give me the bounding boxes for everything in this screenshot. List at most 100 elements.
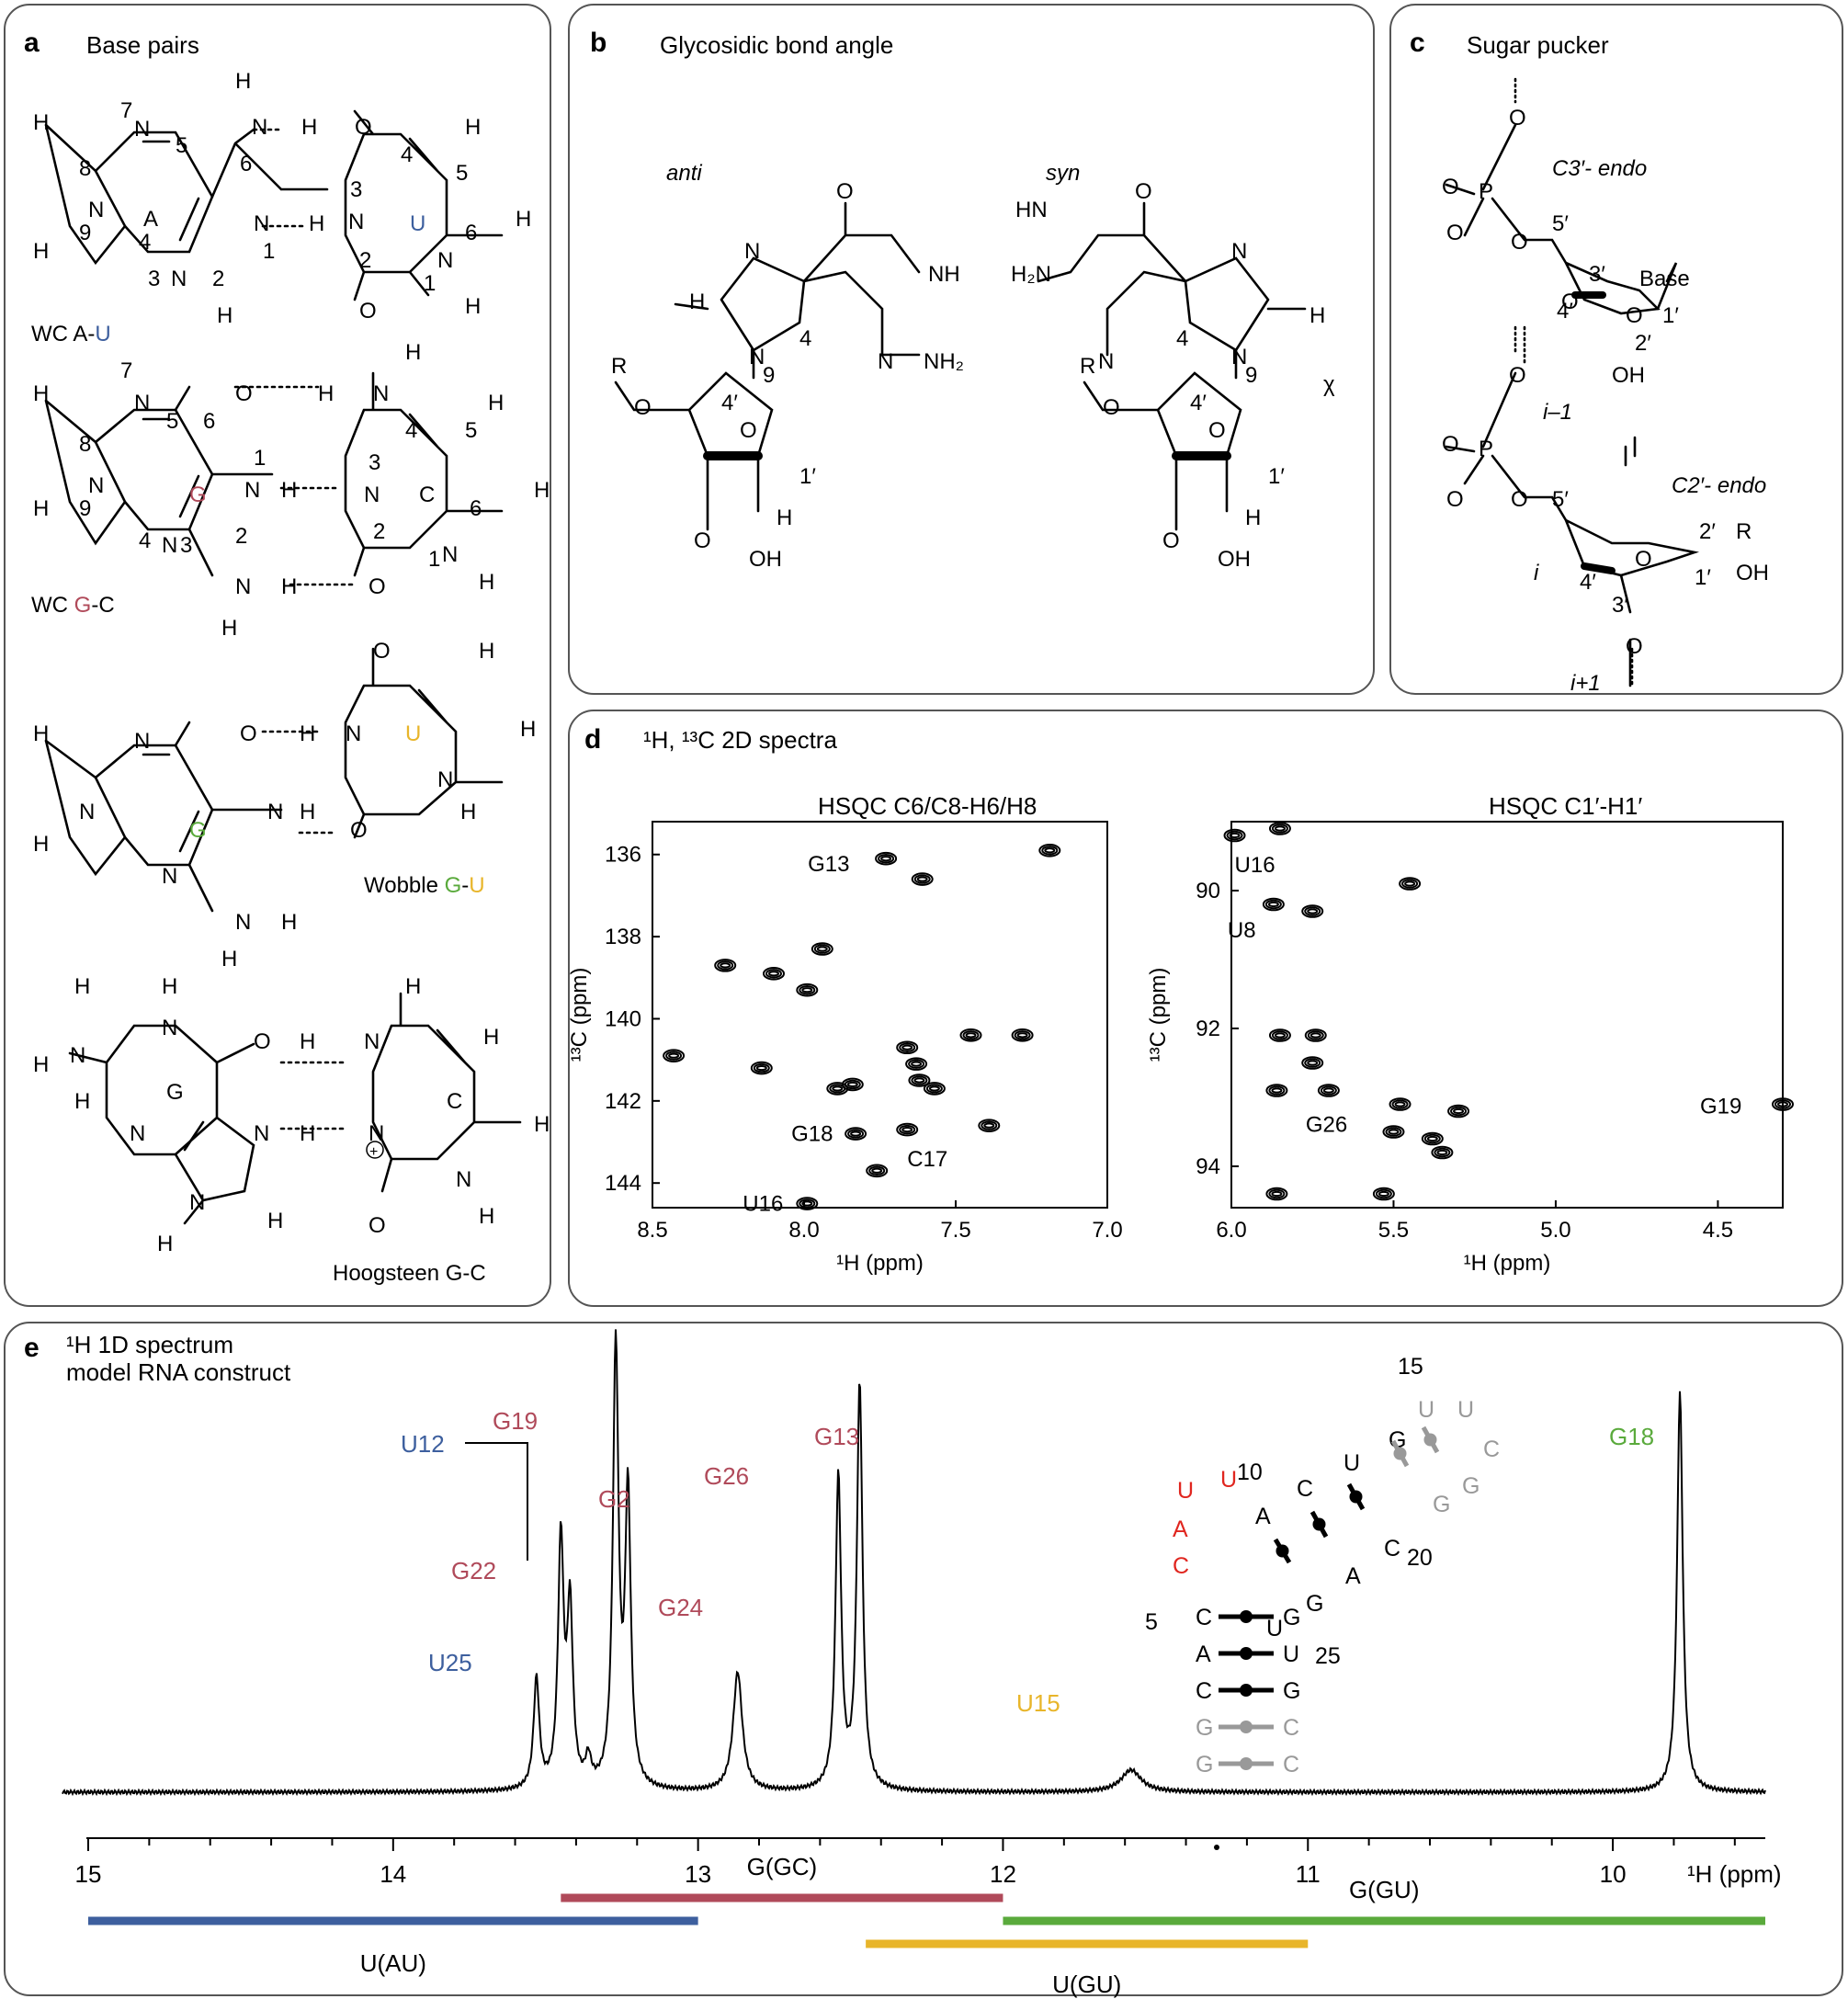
hairpin-nt: U — [1457, 1397, 1474, 1423]
pair1-name: WC A-U — [31, 322, 111, 346]
svg-text:O: O — [1626, 634, 1643, 659]
svg-text:H: H — [157, 1232, 173, 1256]
svg-text:9: 9 — [1245, 363, 1257, 388]
svg-text:H: H — [33, 381, 49, 406]
hairpin-num-5: 5 — [1145, 1609, 1158, 1635]
peak-contour — [978, 1119, 1001, 1132]
peak-contour — [765, 969, 782, 979]
peak-contour — [868, 1165, 886, 1176]
svg-text:O: O — [836, 179, 854, 204]
hairpin-num-10: 10 — [1237, 1459, 1263, 1485]
svg-text:H: H — [301, 115, 317, 140]
svg-text:4′: 4′ — [1580, 570, 1596, 595]
base-pair-dot — [1240, 1647, 1253, 1660]
panel-a: a Base pairs — [4, 4, 551, 1307]
svg-text:H: H — [689, 290, 705, 314]
peak-contour — [796, 1197, 819, 1210]
panel-e-title-2: model RNA construct — [66, 1358, 291, 1386]
svg-text:O: O — [368, 1213, 386, 1238]
svg-text:H: H — [74, 1089, 90, 1114]
nmr-peak — [1223, 828, 1246, 843]
svg-text:H: H — [300, 800, 315, 824]
nmr-peak — [841, 1077, 864, 1092]
svg-text:N: N — [162, 1016, 177, 1040]
nmr-peak — [763, 967, 785, 981]
hairpin-nt: G — [1433, 1492, 1450, 1517]
svg-text:H: H — [281, 910, 297, 935]
hairpin-nt: G — [1196, 1715, 1213, 1741]
nmr-peak — [1038, 843, 1061, 858]
svg-text:OH: OH — [749, 547, 782, 572]
svg-text:H: H — [300, 721, 315, 746]
nmr-peak — [1389, 1097, 1412, 1111]
panel-b-title: Glycosidic bond angle — [660, 31, 894, 59]
svg-text:N: N — [162, 864, 177, 889]
peak-contour — [959, 1028, 982, 1042]
anti-label: anti — [666, 161, 702, 186]
svg-text:N: N — [878, 349, 893, 374]
svg-text:N: N — [749, 345, 765, 369]
nmr-peak — [1399, 877, 1422, 891]
x-axis-label: ¹H (ppm) — [1464, 1251, 1551, 1276]
svg-text:N: N — [364, 483, 380, 507]
nmr-peak — [845, 1127, 867, 1141]
peak-contour — [1268, 1028, 1291, 1042]
svg-text:N: N — [364, 1029, 380, 1054]
peak-contour — [799, 984, 816, 995]
x-tick-label: 13 — [685, 1860, 711, 1888]
peak-contour — [1436, 1149, 1448, 1156]
peak-label-g26: G26 — [704, 1462, 749, 1490]
svg-text:5: 5 — [456, 161, 468, 186]
peak-contour — [832, 1085, 844, 1092]
svg-text:O: O — [1635, 547, 1652, 572]
panel-b-label: b — [590, 28, 607, 58]
svg-text:H: H — [33, 496, 49, 521]
peak-contour — [1041, 846, 1059, 856]
svg-text:H: H — [479, 1204, 494, 1229]
nmr-peak — [875, 851, 898, 866]
svg-text:1: 1 — [428, 547, 440, 572]
nmr-peak — [1265, 1084, 1288, 1097]
peak-contour — [714, 959, 737, 972]
svg-text:N: N — [254, 211, 269, 236]
hairpin-num-15: 15 — [1398, 1354, 1423, 1380]
peak-contour — [1274, 825, 1286, 832]
hairpin-nt: U — [1343, 1450, 1360, 1476]
svg-text:H: H — [483, 1025, 499, 1050]
peak-contour — [1431, 1145, 1454, 1160]
peak-contour — [1307, 1060, 1319, 1066]
peak-contour — [1267, 901, 1279, 908]
peak-contour — [844, 1079, 861, 1090]
peak-contour — [847, 1129, 865, 1139]
peak-contour — [1301, 904, 1324, 918]
svg-text:H: H — [221, 947, 237, 971]
hsqc-right-title: HSQC C1′-H1′ — [1489, 792, 1643, 820]
nmr-peak — [896, 1040, 919, 1055]
peak-contour — [1226, 830, 1243, 841]
peak-contour — [928, 1085, 940, 1092]
svg-text:H: H — [777, 505, 792, 530]
peak-contour — [665, 1051, 683, 1061]
peak-label-g13: G13 — [814, 1423, 859, 1450]
peak-contour — [1372, 1187, 1395, 1201]
svg-text:N: N — [346, 721, 361, 746]
svg-text:O: O — [240, 721, 257, 746]
peak-contour — [1426, 1135, 1438, 1142]
svg-text:8: 8 — [79, 156, 91, 181]
svg-text:H: H — [300, 1121, 315, 1146]
peak-contour — [908, 1073, 931, 1087]
svg-text:N: N — [162, 533, 177, 558]
nmr-peak — [959, 1028, 982, 1042]
peak-label-g19: G19 — [493, 1407, 538, 1435]
nmr-peak — [796, 982, 819, 997]
svg-text:H: H — [516, 207, 531, 232]
peak-contour — [962, 1030, 980, 1040]
svg-text:2: 2 — [373, 519, 385, 544]
peak-contour — [1268, 1188, 1286, 1199]
svg-text:NH: NH — [928, 262, 960, 287]
peak-contour — [1447, 1104, 1470, 1119]
svg-text:O: O — [634, 395, 652, 420]
peak-label-g22: G22 — [451, 1557, 496, 1584]
